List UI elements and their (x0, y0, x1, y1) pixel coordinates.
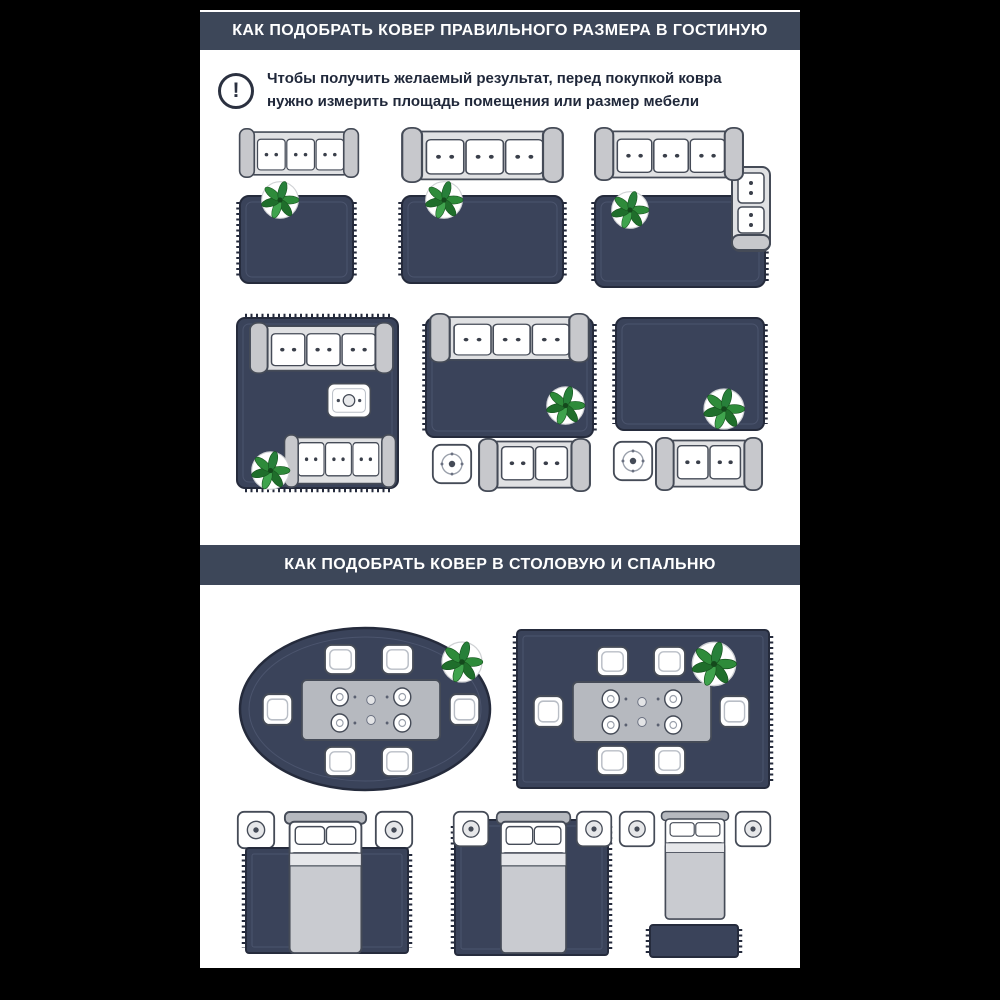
nightstand (236, 810, 276, 850)
warning-icon: ! (218, 72, 254, 109)
dining-chair (595, 744, 630, 777)
nightstand (618, 810, 656, 848)
dining-table (571, 681, 713, 743)
dining-chair (595, 645, 630, 678)
dining-chair (380, 643, 415, 676)
note-line-1: Чтобы получить желаемый результат, перед… (267, 70, 722, 87)
note-line-2: нужно измерить площадь помещения или раз… (267, 92, 700, 110)
side-table (431, 443, 473, 485)
dining-chair (448, 693, 481, 726)
sofa-top-view-facing-up (283, 434, 397, 488)
sofa-top-view (248, 322, 395, 374)
rug (236, 195, 357, 284)
dining-table (300, 679, 442, 741)
sofa-top-view (594, 127, 744, 181)
nightstand (734, 810, 772, 848)
diagram-bedroom-runner-at-foot (618, 810, 772, 958)
rug (398, 195, 567, 284)
diagram-bedroom-rug-under-bed (236, 810, 414, 955)
coffee-table (326, 382, 372, 419)
sofa-top-view (238, 128, 360, 178)
note-block: ! Чтобы получить желаемый результат, пер… (218, 68, 722, 113)
nightstand (452, 810, 490, 848)
diagram-livingroom-medium-rug (398, 127, 567, 284)
dining-chair (652, 744, 687, 777)
diagram-dining-rect-rug (512, 629, 774, 789)
diagram-livingroom-small-rug (236, 128, 360, 284)
diagram-dining-oval-rug (238, 626, 492, 792)
sofa-top-view-facing-up (478, 438, 591, 492)
diagram-livingroom-rug-separate (612, 317, 768, 491)
section1-title: КАК ПОДОБРАТЬ КОВЕР ПРАВИЛЬНОГО РАЗМЕРА … (232, 22, 768, 39)
section1-header: КАК ПОДОБРАТЬ КОВЕР ПРАВИЛЬНОГО РАЗМЕРА … (200, 12, 800, 50)
diagram-livingroom-rug-sofa-edge (422, 313, 597, 492)
side-table (612, 440, 654, 482)
diagram-livingroom-square-rug (236, 313, 399, 493)
nightstand (374, 810, 414, 850)
diagram-bedroom-large-rug (450, 810, 613, 956)
dining-chair (261, 693, 294, 726)
dining-chair (380, 745, 415, 778)
sofa-top-view (401, 127, 564, 183)
dining-chair (323, 643, 358, 676)
corner-sofa-extension (731, 166, 771, 252)
bed-top-view (660, 810, 730, 920)
sofa-top-view-facing-up (654, 437, 764, 491)
nightstand (575, 810, 613, 848)
section2-title: КАК ПОДОБРАТЬ КОВЕР В СТОЛОВУЮ И СПАЛЬНЮ (284, 556, 716, 573)
bed-top-view (495, 810, 572, 955)
rug (645, 924, 743, 958)
dining-chair (323, 745, 358, 778)
dining-chair (532, 695, 565, 728)
diagram-livingroom-corner-sofa-rug (591, 127, 771, 288)
dining-chair (718, 695, 751, 728)
sofa-top-view (429, 313, 590, 363)
white-panel: КАК ПОДОБРАТЬ КОВЕР ПРАВИЛЬНОГО РАЗМЕРА … (200, 10, 800, 968)
section2-header: КАК ПОДОБРАТЬ КОВЕР В СТОЛОВУЮ И СПАЛЬНЮ (200, 545, 800, 585)
note-text: Чтобы получить желаемый результат, перед… (267, 68, 722, 113)
bed-top-view (283, 810, 368, 955)
dining-chair (652, 645, 687, 678)
